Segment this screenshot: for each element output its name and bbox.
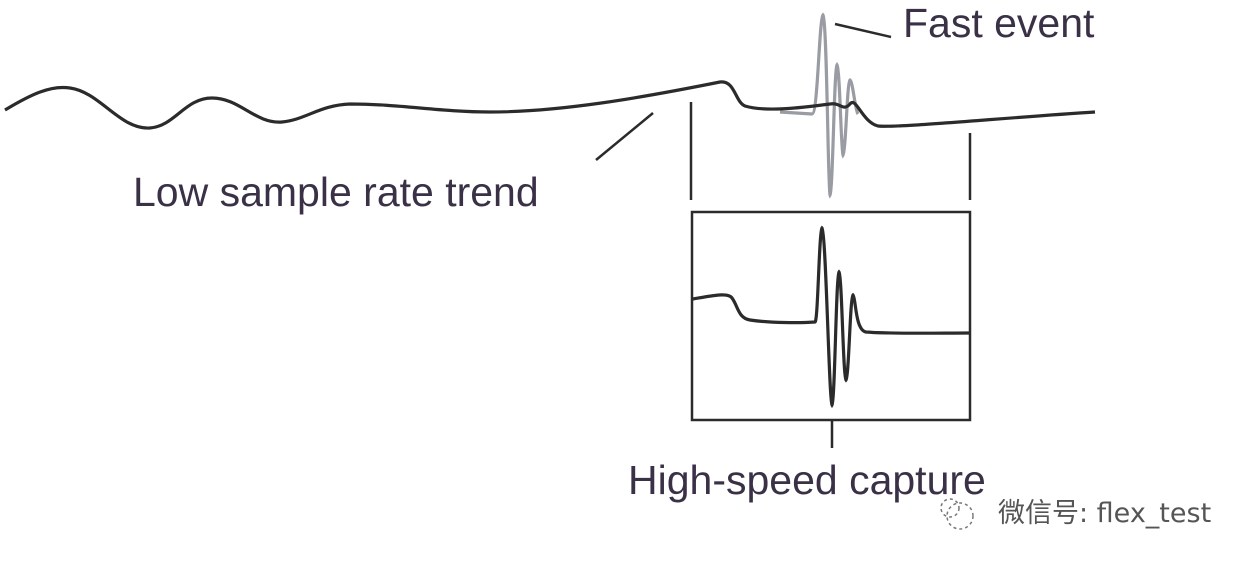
watermark: 微信号: flex_test [998,498,1212,529]
low-trend-leader [595,112,654,161]
high-speed-capture-trace [692,225,970,409]
high-speed-label: High-speed capture [628,457,986,503]
low-sample-trend-trace [4,80,1096,130]
wechat-icon [940,498,974,530]
fast-event-trace [779,12,860,199]
low-trend-label: Low sample rate trend [133,169,539,215]
fast-event-label: Fast event [903,0,1095,46]
fast-event-leader [834,22,892,39]
